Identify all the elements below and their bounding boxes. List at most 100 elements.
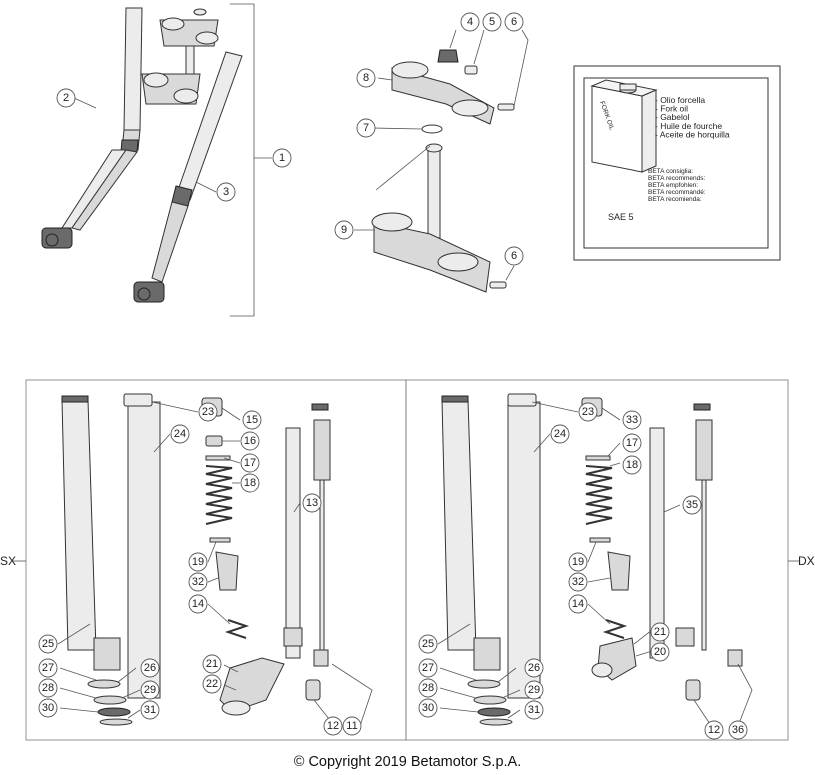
callout-number: 28 bbox=[42, 682, 54, 694]
callout-circle bbox=[418, 658, 438, 678]
callout-sx-30: 30 bbox=[38, 698, 58, 718]
callout-number: 12 bbox=[708, 724, 720, 736]
callout-number: 20 bbox=[654, 646, 666, 658]
callout-circle bbox=[650, 642, 670, 662]
callout-circle bbox=[622, 410, 642, 430]
oil-text-line: - Aceite de horquilla bbox=[655, 129, 730, 139]
side-label-right: DX bbox=[798, 554, 815, 568]
callout-circle bbox=[240, 431, 260, 451]
callout-sx-28: 28 bbox=[38, 678, 58, 698]
callout-sx-12: 12 bbox=[323, 716, 343, 736]
callout-circle bbox=[216, 182, 236, 202]
callout-circle bbox=[622, 455, 642, 475]
callout-circle bbox=[524, 700, 544, 720]
callout-sx-24: 24 bbox=[170, 424, 190, 444]
callout-number: 30 bbox=[42, 702, 54, 714]
callout-circle bbox=[323, 716, 343, 736]
callout-circle bbox=[650, 622, 670, 642]
callout-number: 3 bbox=[223, 186, 229, 198]
callout-dx-36: 36 bbox=[728, 720, 748, 740]
callout-circle bbox=[242, 410, 262, 430]
copyright-notice: © Copyright 2019 Betamotor S.p.A. bbox=[293, 754, 522, 770]
callout-number: 27 bbox=[42, 662, 54, 674]
callout-circle bbox=[272, 148, 292, 168]
callout-sx-29: 29 bbox=[140, 680, 160, 700]
callout-number: 29 bbox=[144, 684, 156, 696]
callout-number: 27 bbox=[422, 662, 434, 674]
callout-sx-15: 15 bbox=[242, 410, 262, 430]
callout-circle bbox=[728, 720, 748, 740]
callout-circle bbox=[460, 12, 480, 32]
callout-circle bbox=[418, 678, 438, 698]
callout-circle bbox=[578, 402, 598, 422]
oil-text-line: BETA empfohlen: bbox=[648, 182, 698, 189]
callout-circle bbox=[682, 495, 702, 515]
callout-circle bbox=[356, 118, 376, 138]
callout-circle bbox=[482, 12, 502, 32]
callout-number: 32 bbox=[572, 576, 584, 588]
callout-number: 31 bbox=[144, 704, 156, 716]
callout-number: 36 bbox=[732, 724, 744, 736]
callout-circle bbox=[504, 12, 524, 32]
callout-circle bbox=[140, 700, 160, 720]
callout-dx-14: 14 bbox=[568, 594, 588, 614]
callout-number: 1 bbox=[279, 152, 285, 164]
callout-number: 28 bbox=[422, 682, 434, 694]
callout-number: 26 bbox=[528, 662, 540, 674]
callout-number: 15 bbox=[246, 414, 258, 426]
callout-sx-17: 17 bbox=[240, 453, 260, 473]
callout-number: 5 bbox=[489, 16, 495, 28]
callout-top-7: 7 bbox=[356, 118, 376, 138]
callout-circle bbox=[140, 680, 160, 700]
fork-oil-box bbox=[573, 65, 781, 261]
panel-right-frame bbox=[405, 379, 789, 741]
oil-text-line: - Olio forcella bbox=[655, 95, 705, 105]
callout-number: 19 bbox=[572, 556, 584, 568]
callout-dx-26: 26 bbox=[524, 658, 544, 678]
callout-dx-29: 29 bbox=[524, 680, 544, 700]
callout-sx-22: 22 bbox=[202, 674, 222, 694]
callout-sx-14: 14 bbox=[188, 594, 208, 614]
callout-dx-30: 30 bbox=[418, 698, 438, 718]
callout-sx-19: 19 bbox=[188, 552, 208, 572]
callout-top-4: 4 bbox=[460, 12, 480, 32]
callout-circle bbox=[140, 658, 160, 678]
callout-number: 13 bbox=[306, 497, 318, 509]
callout-dx-35: 35 bbox=[682, 495, 702, 515]
callout-number: 33 bbox=[626, 414, 638, 426]
callout-number: 32 bbox=[192, 576, 204, 588]
callout-circle bbox=[568, 572, 588, 592]
callout-dx-21: 21 bbox=[650, 622, 670, 642]
callout-top-9: 9 bbox=[334, 220, 354, 240]
callout-number: 17 bbox=[244, 457, 256, 469]
callout-number: 17 bbox=[626, 437, 638, 449]
oil-text-line: BETA recommends: bbox=[648, 175, 706, 182]
callout-sx-26: 26 bbox=[140, 658, 160, 678]
oil-box-text: FORK OIL - Olio forcella- Fork oil- Gabe… bbox=[598, 95, 730, 222]
callout-number: 6 bbox=[511, 250, 517, 262]
callout-circle bbox=[524, 658, 544, 678]
callout-sx-31: 31 bbox=[140, 700, 160, 720]
callout-number: 24 bbox=[554, 428, 566, 440]
callout-circle bbox=[504, 246, 524, 266]
side-label-left: SX bbox=[0, 554, 16, 568]
callout-sx-16: 16 bbox=[240, 431, 260, 451]
callout-dx-28: 28 bbox=[418, 678, 438, 698]
callout-number: 23 bbox=[582, 406, 594, 418]
assembly-bracket bbox=[230, 3, 255, 317]
callout-number: 19 bbox=[192, 556, 204, 568]
oil-recommend-list: BETA consiglia:BETA recommends:BETA empf… bbox=[648, 168, 706, 203]
callout-top-8: 8 bbox=[356, 68, 376, 88]
callout-number: 24 bbox=[174, 428, 186, 440]
callout-circle bbox=[334, 220, 354, 240]
callout-circle bbox=[38, 634, 58, 654]
callout-number: 22 bbox=[206, 678, 218, 690]
callout-number: 6 bbox=[511, 16, 517, 28]
callout-circle bbox=[622, 433, 642, 453]
callout-number: 18 bbox=[626, 459, 638, 471]
callout-number: 16 bbox=[244, 435, 256, 447]
callout-sx-21: 21 bbox=[202, 654, 222, 674]
callout-circle bbox=[202, 654, 222, 674]
